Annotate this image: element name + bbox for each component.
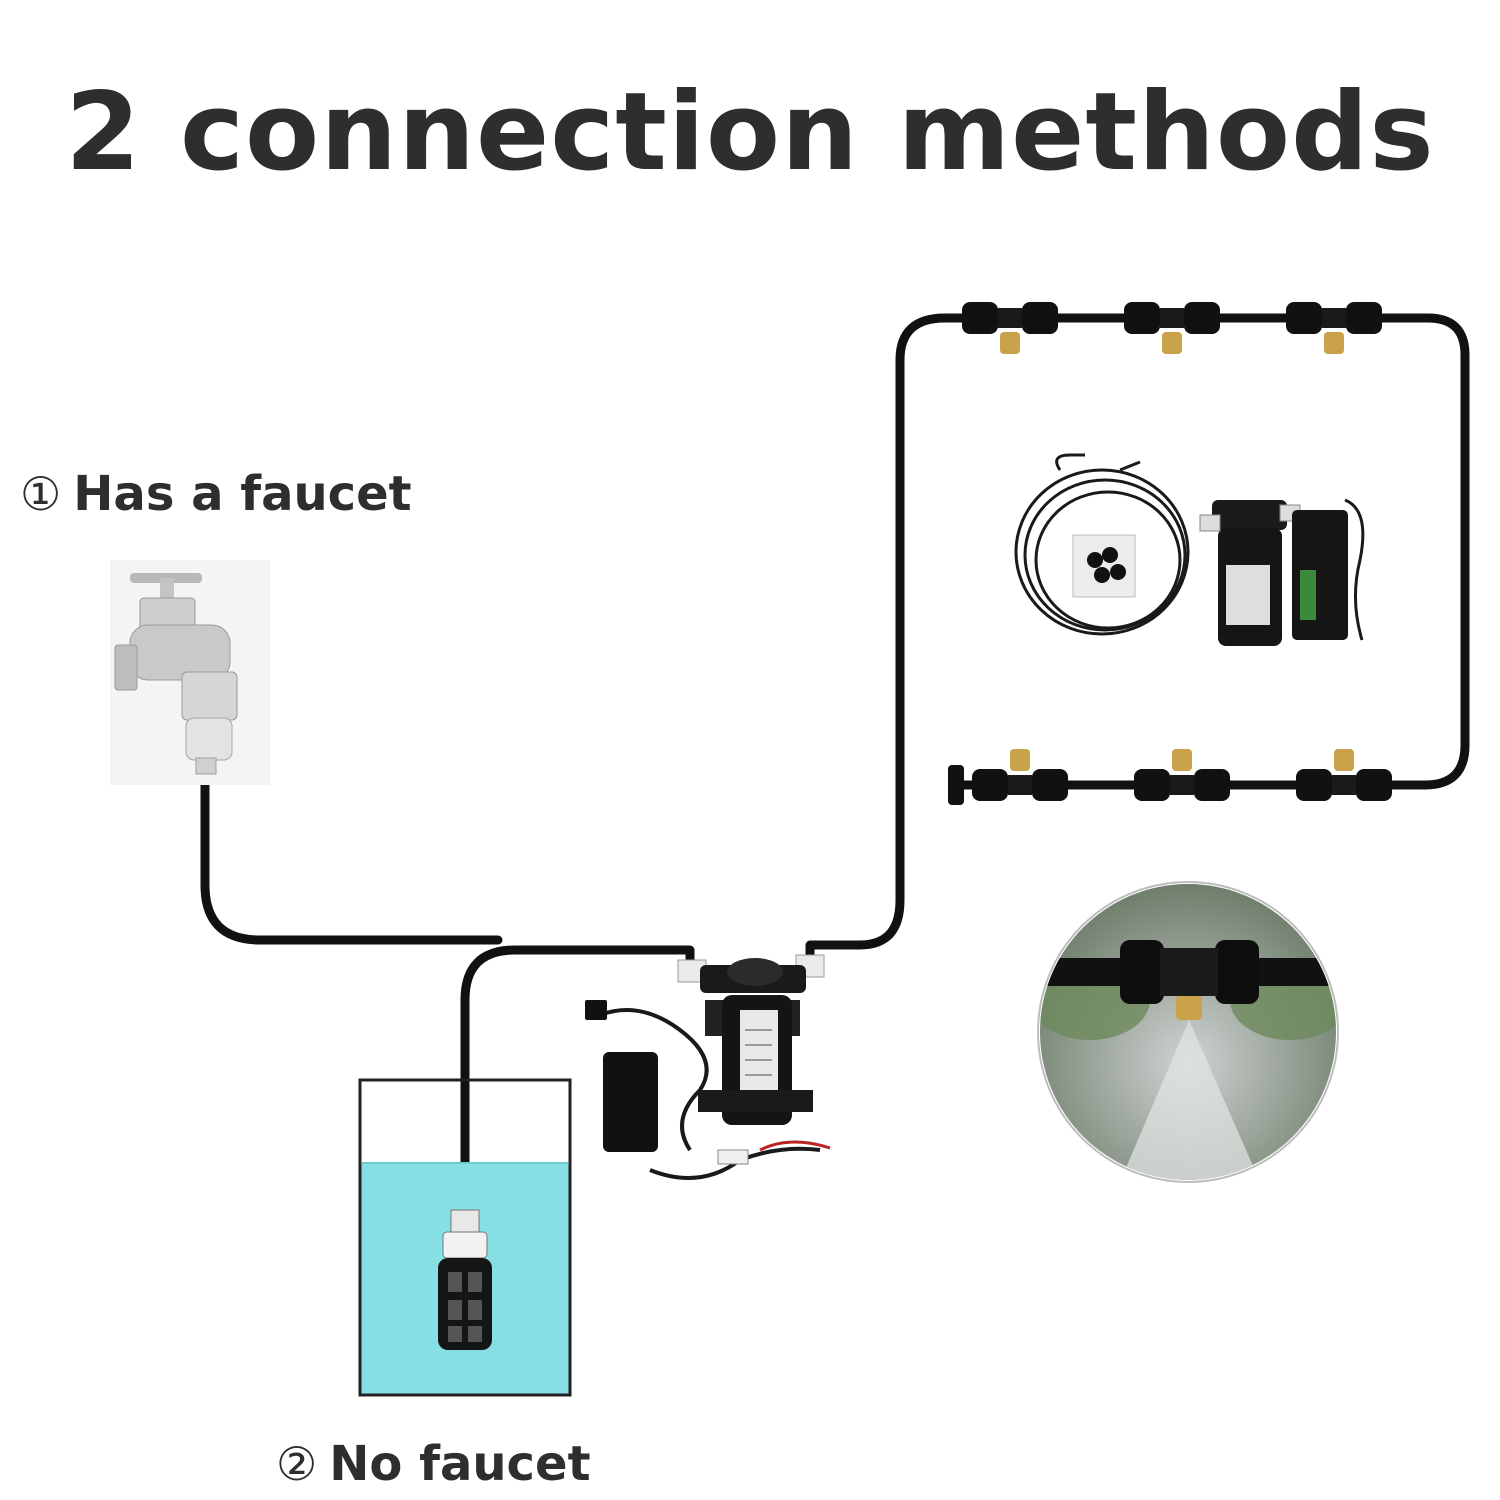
nozzle-bag-icon	[1072, 534, 1136, 598]
kit-pump-icon	[1199, 500, 1301, 646]
pump-icon	[677, 954, 825, 1125]
method-1-number: ①	[20, 467, 62, 521]
hose-lines	[200, 313, 1470, 1215]
kit-adapter-icon	[1292, 498, 1365, 641]
faucet-hose	[200, 765, 503, 945]
page-title: 2 connection methods	[65, 70, 1435, 195]
mist-closeup	[1037, 881, 1339, 1183]
power-adapter-icon	[585, 1000, 831, 1180]
suction-filter-icon	[438, 1209, 492, 1350]
method-1-text: Has a faucet	[73, 466, 412, 522]
outlet-hose	[805, 313, 1470, 965]
bottom-misting-line	[948, 749, 1395, 805]
method-2-text: No faucet	[329, 1436, 591, 1492]
method-2-number: ②	[276, 1437, 318, 1491]
bucket-hose	[460, 945, 695, 1215]
top-misting-line	[962, 302, 1382, 354]
kit-contents	[1014, 453, 1365, 646]
coiled-hose-icon	[1014, 453, 1190, 636]
faucet-icon	[110, 560, 270, 785]
